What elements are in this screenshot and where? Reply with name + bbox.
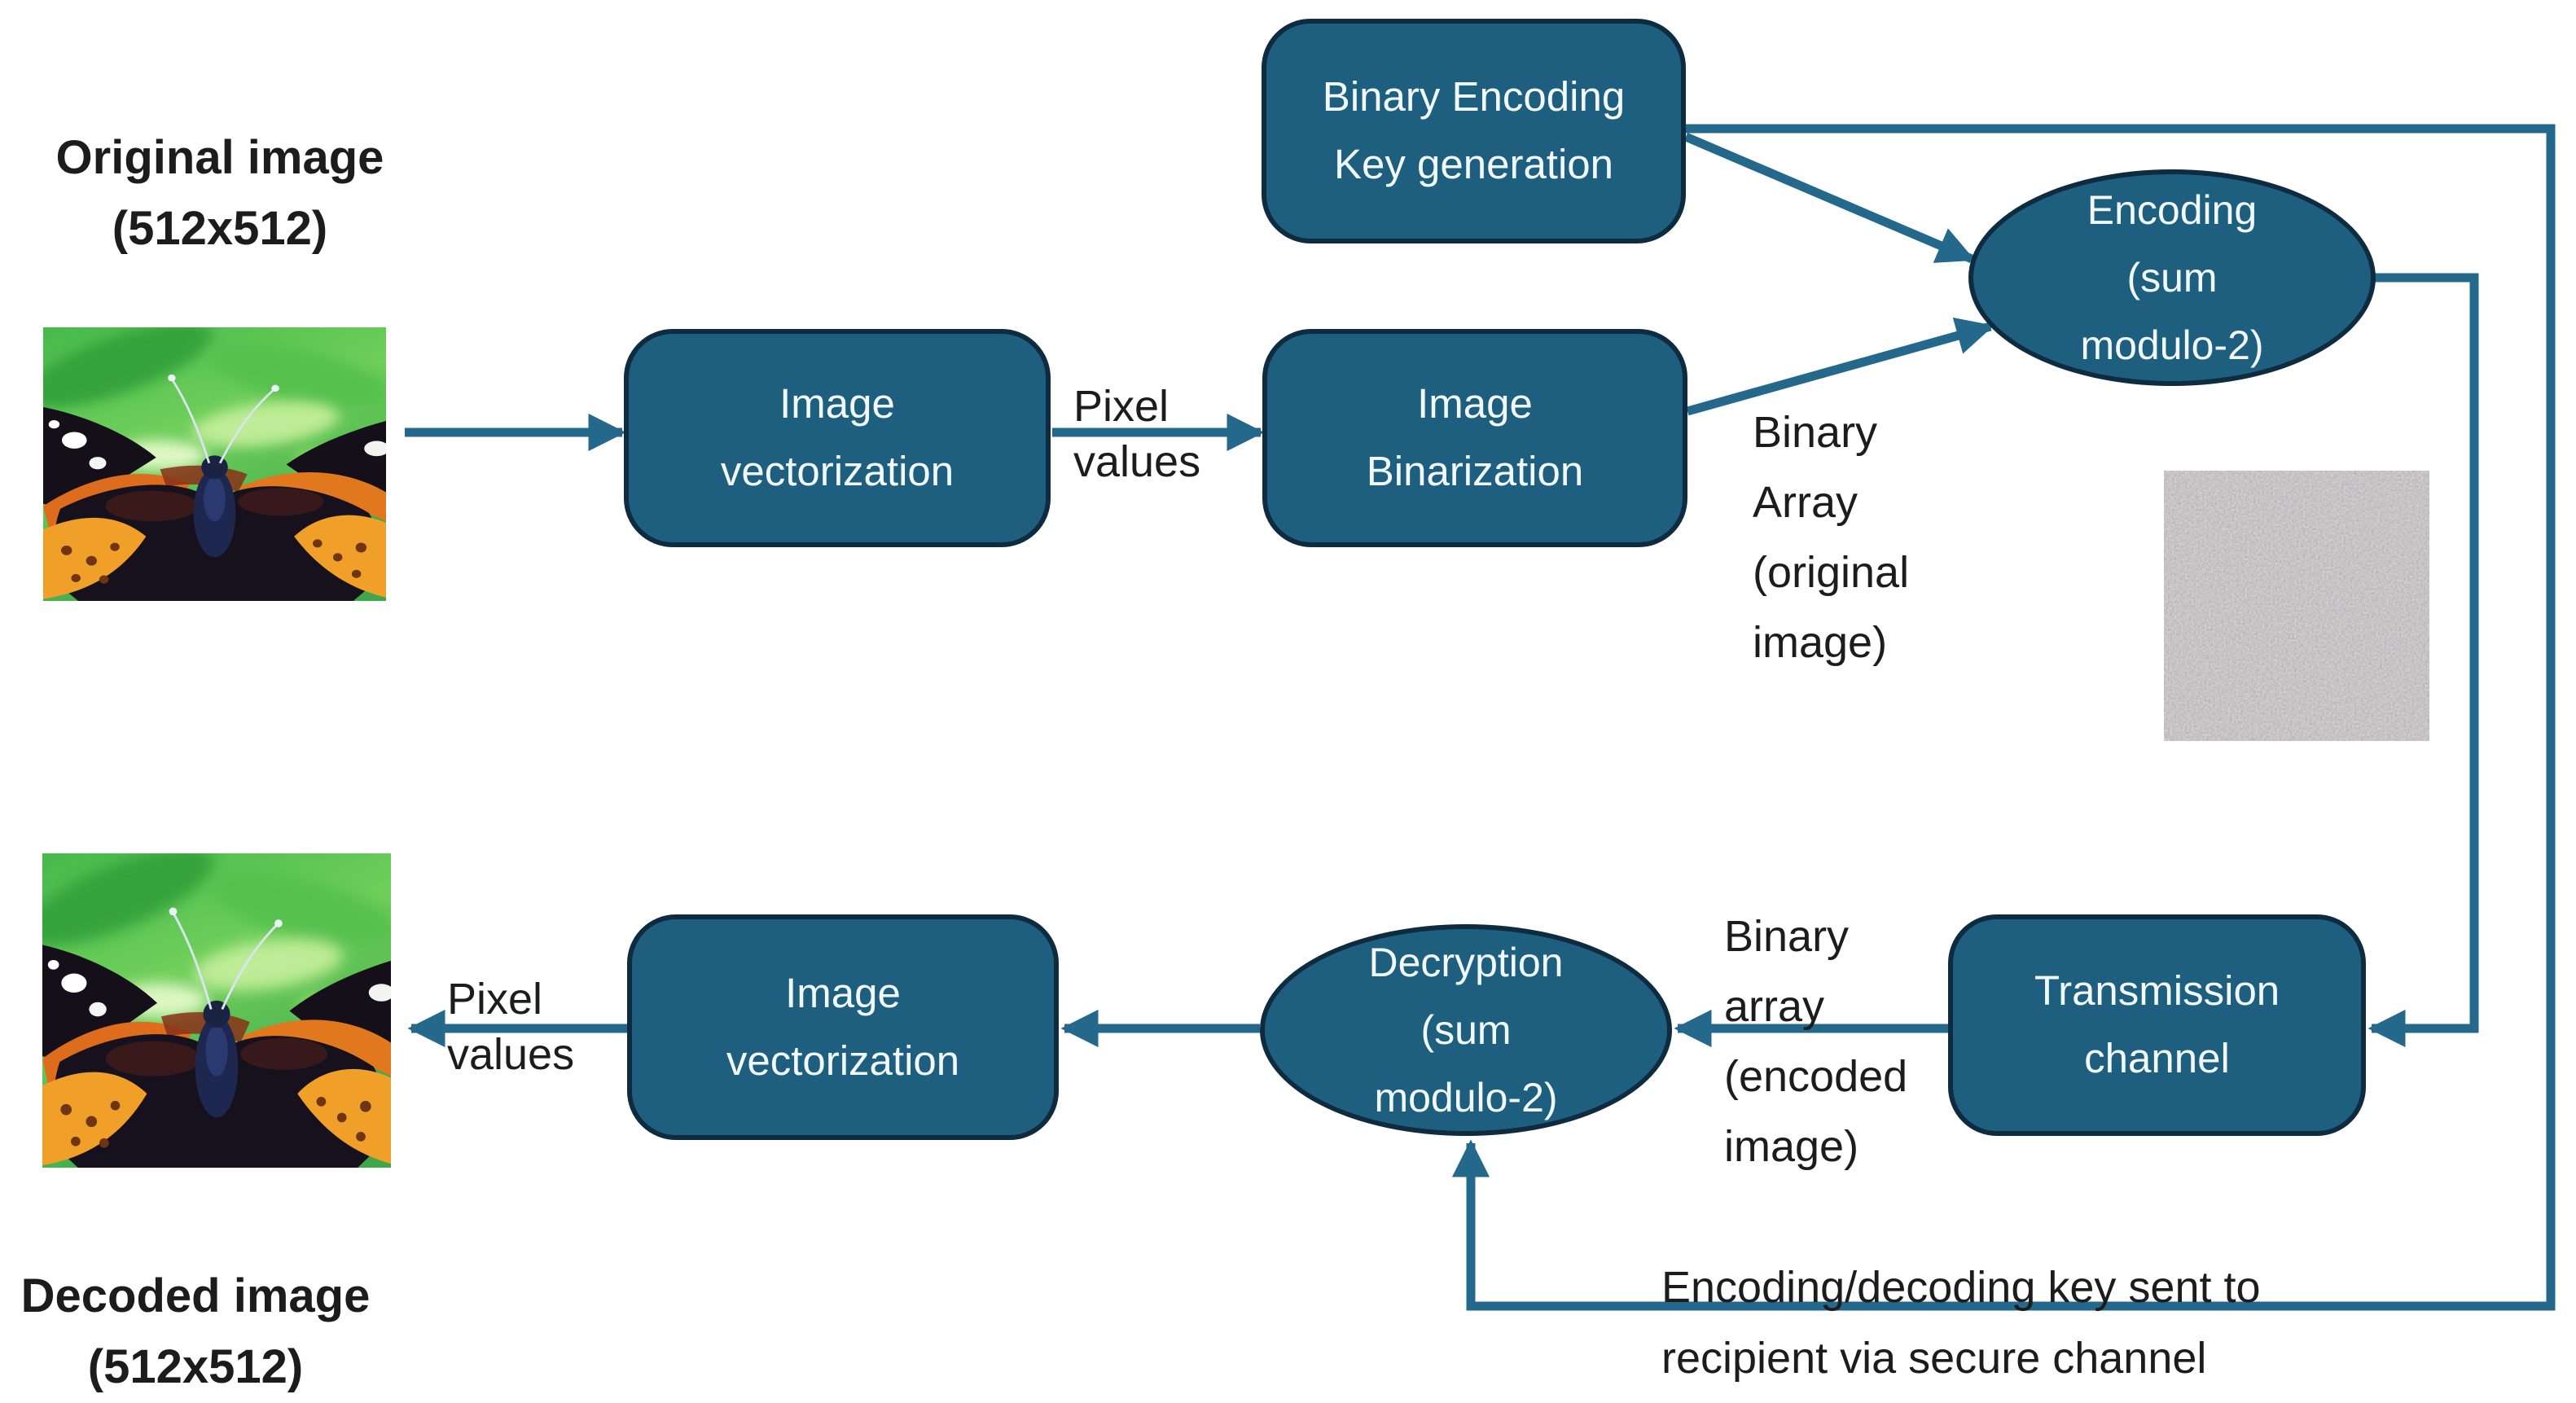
- node-binary-encoding-key-generation-label: Binary Encoding Key generation: [1322, 73, 1626, 187]
- secure-channel-note: Encoding/decoding key sent to recipient …: [1661, 1263, 2261, 1383]
- path-key-generation-to-decryption-secure-channel: [1451, 124, 2556, 1311]
- decoded-image-title: Decoded image (512x512): [20, 1269, 371, 1393]
- pixel-values-label-bottom: Pixel values: [447, 975, 575, 1080]
- node-binary-encoding-key-generation: Binary Encoding Key generation: [1262, 19, 1686, 243]
- node-encoding-label: Encoding (sum modulo-2): [2080, 186, 2264, 368]
- node-image-binarization-label: Image Binarization: [1366, 380, 1584, 494]
- node-decryption-label: Decryption (sum modulo-2): [1368, 939, 1564, 1120]
- binary-array-encoded-label: Binary array (encoded image): [1724, 912, 1908, 1171]
- encoded-noise-image: [2164, 471, 2429, 741]
- node-image-vectorization-bottom: Image vectorization: [627, 914, 1059, 1140]
- node-transmission-channel-label: Transmission channel: [2034, 967, 2280, 1081]
- node-image-vectorization-bottom-label: Image vectorization: [726, 969, 960, 1084]
- original-butterfly-image: [43, 327, 386, 601]
- node-transmission-channel: Transmission channel: [1948, 914, 2366, 1136]
- binary-array-original-label: Binary Array (original image): [1753, 408, 1910, 667]
- arrow-binarization-to-encoding: [1686, 317, 1995, 416]
- arrow-key-generation-to-encoding: [1683, 132, 1976, 264]
- node-image-vectorization-top-label: Image vectorization: [720, 380, 954, 494]
- path-encoding-to-transmission-channel: [2368, 273, 2479, 1048]
- decoded-butterfly-image: [42, 853, 391, 1168]
- node-encoding-sum-modulo-2: Encoding (sum modulo-2): [1968, 169, 2376, 386]
- pixel-values-label-top: Pixel values: [1073, 382, 1201, 487]
- node-image-vectorization-top: Image vectorization: [624, 329, 1051, 547]
- original-image-title: Original image (512x512): [55, 131, 384, 255]
- node-decryption-sum-modulo-2: Decryption (sum modulo-2): [1260, 924, 1672, 1136]
- node-image-binarization: Image Binarization: [1262, 329, 1687, 547]
